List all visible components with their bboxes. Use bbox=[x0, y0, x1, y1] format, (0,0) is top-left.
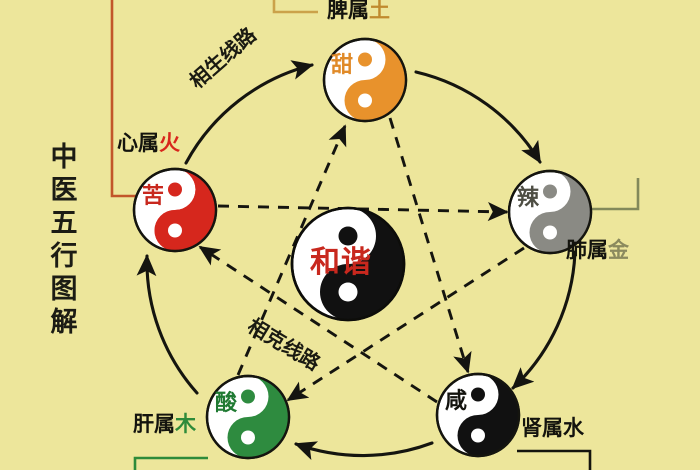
bracket-earth bbox=[272, 0, 318, 14]
label-spleen-earth-element: 土 bbox=[369, 0, 390, 22]
bracket-fire bbox=[110, 0, 136, 198]
label-liver-wood: 肝属木 bbox=[133, 414, 196, 435]
page-title: 中 医 五 行 图 解 bbox=[44, 142, 84, 340]
taiji-fire bbox=[132, 167, 218, 253]
label-liver-wood-organ: 肝属 bbox=[133, 412, 175, 436]
label-spleen-earth-organ: 脾属 bbox=[327, 0, 369, 22]
taiji-earth bbox=[322, 37, 408, 123]
label-lung-metal-organ: 肺属 bbox=[566, 238, 608, 262]
label-heart-fire-organ: 心属 bbox=[117, 131, 159, 155]
title-char-6: 解 bbox=[50, 306, 78, 338]
title-char-3: 五 bbox=[50, 207, 78, 239]
label-spleen-earth: 脾属土 bbox=[327, 0, 390, 21]
bracket-wood bbox=[133, 456, 208, 470]
bracket-water bbox=[517, 449, 592, 470]
label-lung-metal: 肺属金 bbox=[566, 240, 629, 261]
taiji-wood bbox=[205, 374, 291, 460]
taiji-water bbox=[435, 372, 521, 458]
bracket-metal bbox=[592, 178, 640, 211]
label-heart-fire: 心属火 bbox=[117, 133, 180, 154]
taiji-center-harmony bbox=[290, 206, 406, 322]
taiji-metal bbox=[507, 169, 593, 255]
label-heart-fire-element: 火 bbox=[159, 131, 180, 155]
label-kidney-water-element: 水 bbox=[563, 416, 584, 440]
label-kidney-water-organ: 肾属 bbox=[521, 416, 563, 440]
title-char-5: 图 bbox=[50, 273, 78, 305]
title-char-1: 中 bbox=[50, 142, 78, 173]
generating-cycle-arcs bbox=[136, 60, 577, 461]
title-char-2: 医 bbox=[50, 174, 78, 206]
label-liver-wood-element: 木 bbox=[175, 412, 196, 436]
title-char-4: 行 bbox=[50, 240, 78, 272]
label-lung-metal-element: 金 bbox=[608, 238, 629, 262]
label-kidney-water: 肾属水 bbox=[521, 418, 584, 439]
